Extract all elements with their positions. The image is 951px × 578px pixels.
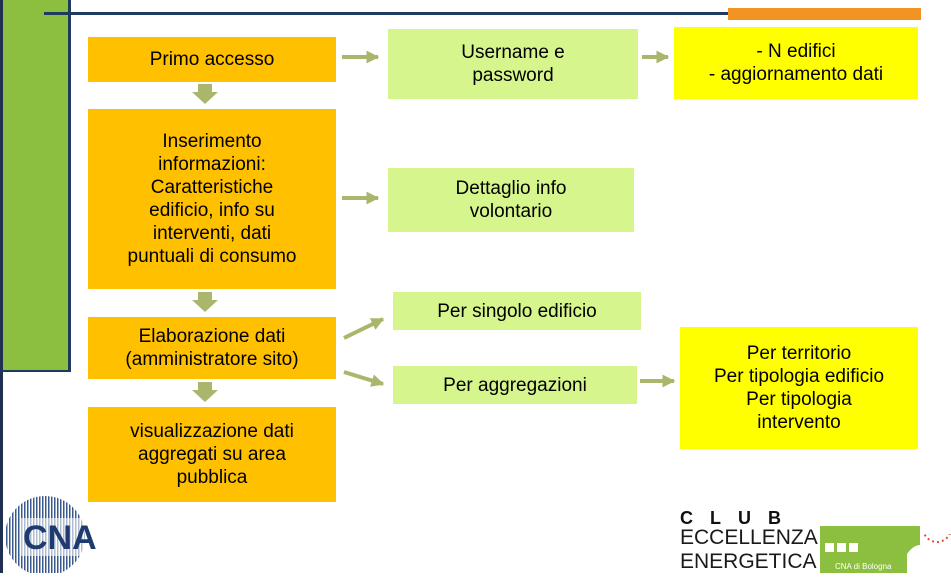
box-username-password: Username e password (388, 29, 638, 99)
left-frame-line (0, 0, 3, 573)
box-per-territorio-label: Per territorio Per tipologia edificio Pe… (713, 343, 885, 433)
box-elaborazione-label: Elaborazione dati (amministratore sito) (125, 326, 299, 370)
box-per-singolo: Per singolo edificio (393, 292, 641, 330)
box-n-edifici: - N edifici - aggiornamento dati (674, 27, 918, 99)
club-logo-cna-bologna-text: CNA di Bologna (835, 562, 892, 571)
box-primo-accesso: Primo accesso (88, 37, 336, 82)
box-dettaglio-label: Dettaglio info volontario (455, 178, 567, 222)
down-arrow-3 (192, 382, 218, 402)
box-inserimento-label: Inserimento informazioni: Caratteristich… (127, 131, 297, 267)
club-logo-graphic: CNA di Bologna (825, 534, 951, 573)
box-inserimento: Inserimento informazioni: Caratteristich… (88, 109, 336, 289)
box-per-aggregazioni: Per aggregazioni (393, 366, 637, 404)
club-logo-eccellenza-text: ECCELLENZA (680, 526, 818, 549)
box-per-aggregazioni-label: Per aggregazioni (443, 374, 587, 396)
left-rule-line (0, 370, 71, 372)
orange-accent-bar (728, 8, 921, 20)
box-visualizzazione: visualizzazione dati aggregati su area p… (88, 407, 336, 502)
box-per-singolo-label: Per singolo edificio (437, 300, 597, 322)
down-arrow-1 (192, 84, 218, 104)
sidebar-edge-line (68, 0, 71, 372)
arrow-elab-to-aggregazioni (343, 370, 385, 387)
cna-logo-text: CNA (23, 519, 97, 557)
down-arrow-2 (192, 292, 218, 312)
top-rule-line (44, 12, 921, 15)
club-logo: CLUB ECCELLENZA ENERGETICA CNA di Bologn… (680, 508, 951, 573)
box-n-edifici-label: - N edifici - aggiornamento dati (708, 41, 884, 85)
club-logo-club-text: CLUB (680, 508, 798, 528)
club-logo-green-block (820, 526, 920, 573)
cna-logo: CNA (3, 488, 115, 576)
arrow-elab-to-singolo (343, 317, 385, 340)
box-dettaglio: Dettaglio info volontario (388, 168, 634, 232)
green-sidebar-bar (3, 0, 71, 372)
box-per-territorio: Per territorio Per tipologia edificio Pe… (680, 327, 918, 449)
box-elaborazione: Elaborazione dati (amministratore sito) (88, 317, 336, 379)
box-username-label: Username e password (461, 42, 565, 86)
club-logo-energetica-text: ENERGETICA (680, 550, 817, 573)
box-visualizzazione-label: visualizzazione dati aggregati su area p… (130, 421, 294, 488)
box-primo-accesso-label: Primo accesso (149, 49, 275, 70)
